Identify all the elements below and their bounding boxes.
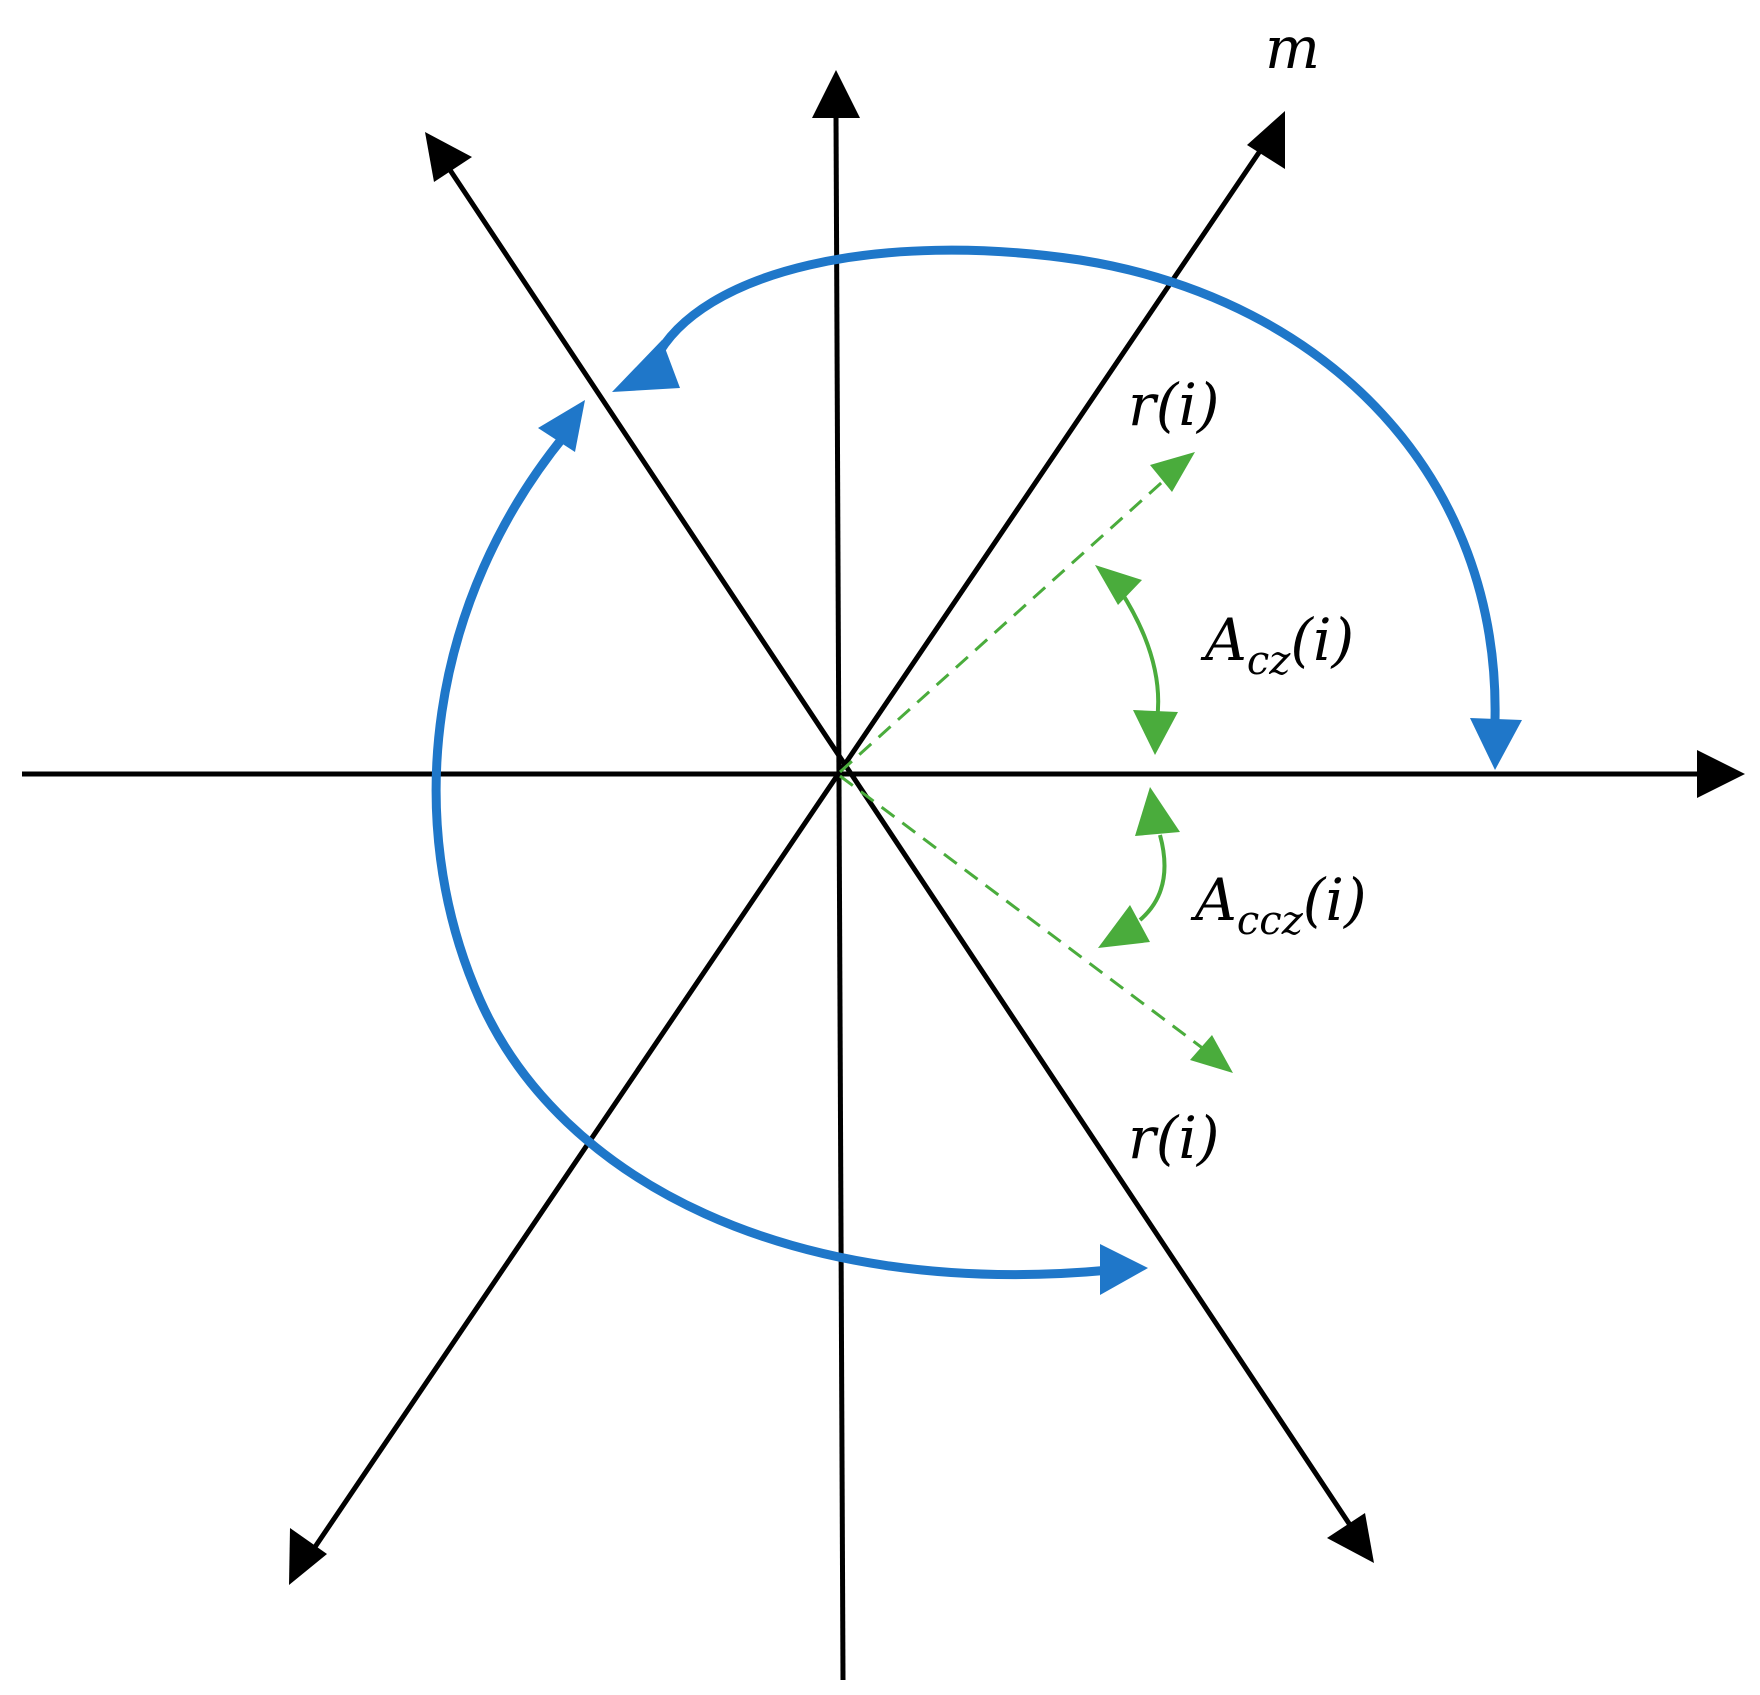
a-cz-label: Acz(i) bbox=[1200, 606, 1354, 684]
horizontal-axis-arrowhead bbox=[1697, 750, 1745, 798]
a-cz-main: A bbox=[1200, 606, 1247, 674]
upper-rotation-arc bbox=[650, 245, 1500, 725]
axes bbox=[22, 70, 1745, 1681]
r-lower-label: r(i) bbox=[1128, 1104, 1220, 1172]
a-ccz-arg: (i) bbox=[1303, 866, 1367, 934]
upper-rotation-arrowhead-left bbox=[612, 340, 680, 392]
a-ccz-arrowhead-top bbox=[1135, 787, 1180, 836]
axis-m-arrowhead bbox=[1247, 111, 1285, 169]
a-ccz-label: Accz(i) bbox=[1190, 866, 1367, 944]
a-cz-arrowhead-top bbox=[1095, 565, 1142, 605]
r-upper-arrowhead bbox=[1150, 452, 1195, 492]
vertical-axis-arrowhead bbox=[812, 70, 860, 118]
a-cz-arg: (i) bbox=[1290, 606, 1354, 674]
angle-markers bbox=[838, 452, 1233, 1073]
r-upper-label: r(i) bbox=[1128, 371, 1220, 439]
a-ccz-arrowhead-bottom bbox=[1098, 905, 1150, 948]
axis-m bbox=[312, 146, 1265, 1549]
diagonal-axis bbox=[447, 168, 1353, 1527]
a-ccz-arc bbox=[1138, 834, 1167, 922]
a-ccz-sub: ccz bbox=[1237, 898, 1304, 944]
r-lower-arrowhead bbox=[1190, 1035, 1233, 1073]
vertical-axis bbox=[833, 114, 846, 1681]
a-cz-sub: cz bbox=[1247, 638, 1291, 684]
a-cz-arc bbox=[1118, 588, 1161, 721]
lower-rotation-arc bbox=[431, 430, 1115, 1280]
r-upper-dashed-vector bbox=[838, 473, 1172, 774]
axis-m-tail-arrowhead bbox=[289, 1528, 327, 1585]
diagonal-axis-bottom-arrowhead bbox=[1327, 1513, 1374, 1563]
rotation-arrows bbox=[431, 245, 1522, 1295]
lower-rotation-arrowhead-top bbox=[538, 400, 585, 452]
a-ccz-main: A bbox=[1190, 866, 1237, 934]
upper-rotation-arrowhead-right bbox=[1470, 718, 1522, 770]
diagonal-axis-top-arrowhead bbox=[425, 132, 472, 182]
lower-rotation-arrowhead-bottom bbox=[1100, 1244, 1148, 1295]
axis-m-label: m bbox=[1265, 14, 1320, 82]
a-cz-arrowhead-bottom bbox=[1133, 710, 1178, 755]
